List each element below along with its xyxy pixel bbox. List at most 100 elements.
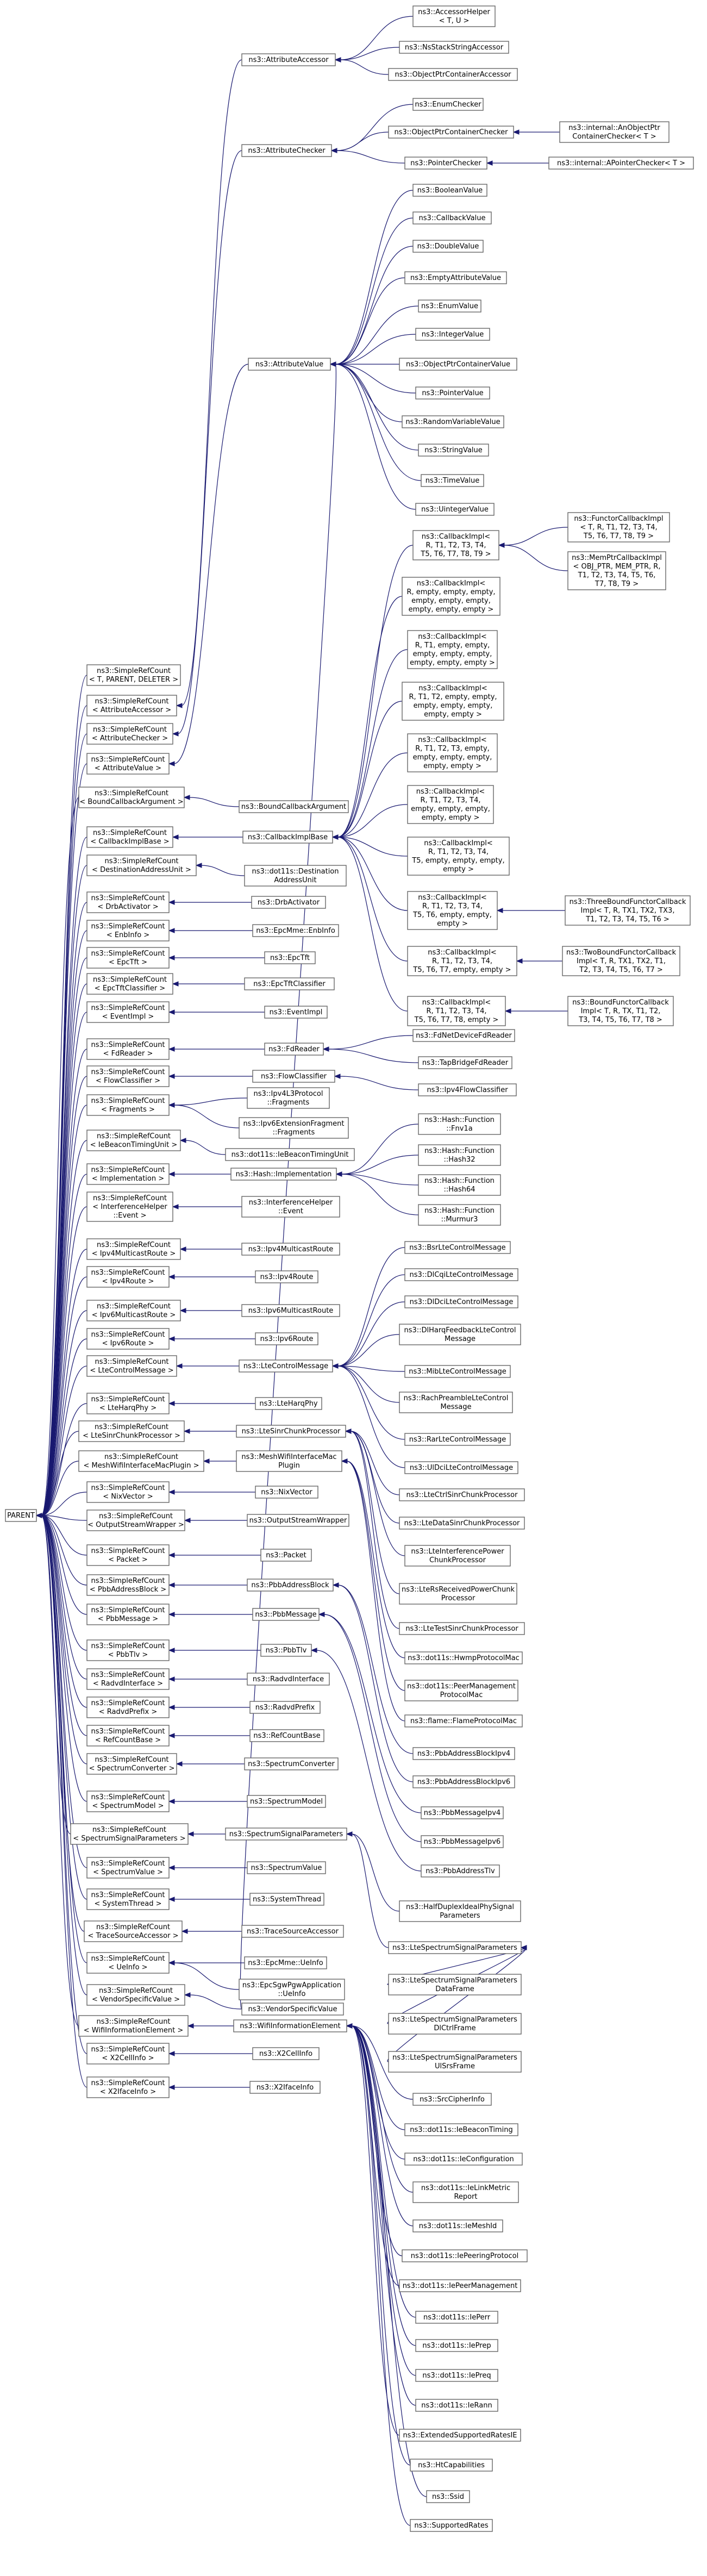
class-node-s-x2c[interactable]: ns3::SimpleRefCount< X2CellInfo > [86,2043,170,2064]
class-node-spectrumsignalparameters[interactable]: ns3::SpectrumSignalParameters [225,1827,347,1841]
class-node-s-rdi[interactable]: ns3::SimpleRefCount< RadvdInterface > [86,1668,170,1690]
class-node-bsrltecontrolmessage[interactable]: ns3::BsrLteControlMessage [404,1241,511,1254]
class-node-s-ihe[interactable]: ns3::SimpleRefCount< InterferenceHelper:… [86,1192,173,1222]
class-node-ci1[interactable]: ns3::CallbackImpl<R, T1, T2, T3, T4,T5, … [412,530,499,560]
class-node-radvdinterface[interactable]: ns3::RadvdInterface [247,1673,330,1686]
class-node-s-ac[interactable]: ns3::SimpleRefCount< AttributeChecker > [86,723,173,745]
class-node-ipv4flowclassifier[interactable]: ns3::Ipv4FlowClassifier [418,1083,517,1096]
class-node-ipv6extfragments[interactable]: ns3::Ipv6ExtensionFragment::Fragments [239,1117,349,1139]
class-node-wifiinformationelement[interactable]: ns3::WifiInformationElement [233,2019,347,2032]
class-node-fnv1a[interactable]: ns3::Hash::Function::Fnv1a [418,1113,501,1135]
class-node-ltedatasinr[interactable]: ns3::LteDataSinrChunkProcessor [399,1517,525,1530]
class-node-lteharqphy[interactable]: ns3::LteHarqPhy [255,1397,322,1410]
class-node-fdreader[interactable]: ns3::FdReader [264,1043,324,1056]
class-node-accessorhelper[interactable]: ns3::AccessorHelper< T, U > [412,5,496,27]
class-node-ieprep[interactable]: ns3::dot11s::IePrep [415,2339,498,2352]
class-node-s-sps[interactable]: ns3::SimpleRefCount< SpectrumSignalParam… [70,1823,189,1845]
class-node-flowclassifier[interactable]: ns3::FlowClassifier [252,1070,335,1083]
class-node-ci7[interactable]: ns3::CallbackImpl<R, T1, T2, T3, T4,T5, … [407,837,510,876]
class-node-vendorspecificvalue[interactable]: ns3::VendorSpecificValue [241,2003,344,2016]
class-node-ci9[interactable]: ns3::CallbackImpl<R, T1, T2, T3, T4,T5, … [407,946,517,976]
class-node-fdnetdevicefdreader[interactable]: ns3::FdNetDeviceFdReader [412,1029,515,1042]
class-node-callbackimplbase[interactable]: ns3::CallbackImplBase [242,831,333,844]
class-node-s-lcm[interactable]: ns3::SimpleRefCount< LteControlMessage > [86,1355,177,1377]
class-node-s-syt[interactable]: ns3::SimpleRefCount< SystemThread > [86,1888,170,1910]
class-node-enumchecker[interactable]: ns3::EnumChecker [412,98,484,111]
class-node-enumvalue[interactable]: ns3::EnumValue [418,300,481,313]
class-node-ci10[interactable]: ns3::CallbackImpl<R, T1, T2, T3, T4,T5, … [407,996,506,1026]
class-node-meshwifiplugin[interactable]: ns3::MeshWifiInterfaceMacPlugin [236,1450,342,1472]
class-node-s-dau[interactable]: ns3::SimpleRefCount< DestinationAddressU… [86,854,197,876]
class-node-s-pba[interactable]: ns3::SimpleRefCount< PbbAddressBlock > [86,1574,170,1596]
class-node-uintegervalue[interactable]: ns3::UintegerValue [415,503,495,516]
class-node-srccipherinfo[interactable]: ns3::SrcCipherInfo [412,2093,492,2106]
class-node-s-flc[interactable]: ns3::SimpleRefCount< FlowClassifier > [86,1065,170,1087]
class-node-s-fdr[interactable]: ns3::SimpleRefCount< FdReader > [86,1038,170,1060]
class-node-s-tpd[interactable]: ns3::SimpleRefCount< T, PARENT, DELETER … [86,664,181,686]
class-node-ci4[interactable]: ns3::CallbackImpl<R, T1, T2, empty, empt… [402,682,504,721]
class-node-s-av[interactable]: ns3::SimpleRefCount< AttributeValue > [86,753,170,775]
class-node-iepreq[interactable]: ns3::dot11s::IePreq [415,2369,498,2382]
class-node-s-vsv[interactable]: ns3::SimpleRefCount< VendorSpecificValue… [86,1984,185,2006]
class-node-pointervalue[interactable]: ns3::PointerValue [415,386,490,400]
class-node-ci8[interactable]: ns3::CallbackImpl<R, T1, T2, T3, T4,T5, … [407,891,498,930]
class-node-s-cib[interactable]: ns3::SimpleRefCount< CallbackImplBase > [86,826,173,848]
class-node-s-i6mr[interactable]: ns3::SimpleRefCount< Ipv6MulticastRoute … [86,1300,181,1321]
class-node-s-evi[interactable]: ns3::SimpleRefCount< EventImpl > [86,1001,170,1023]
class-node-s-mwif[interactable]: ns3::SimpleRefCount< MeshWifiInterfaceMa… [78,1450,204,1472]
class-node-objectptrcontainerchecker[interactable]: ns3::ObjectPtrContainerChecker [388,126,514,139]
class-node-ueinfo[interactable]: ns3::EpcMme::UeInfo [244,1956,327,1969]
class-node-s-osw[interactable]: ns3::SimpleRefCount< OutputStreamWrapper… [86,1510,185,1531]
class-node-ipv4l3fragments[interactable]: ns3::Ipv4L3Protocol::Fragments [247,1087,330,1109]
class-node-s-ietu[interactable]: ns3::SimpleRefCount< IeBeaconTimingUnit … [86,1130,181,1151]
class-node-ci5[interactable]: ns3::CallbackImpl<R, T1, T2, T3, empty,e… [407,733,498,772]
class-node-attributevalue[interactable]: ns3::AttributeValue [248,358,331,371]
class-node-ipv4route[interactable]: ns3::Ipv4Route [255,1270,318,1283]
class-node-enbinfo[interactable]: ns3::EpcMme::EnbInfo [252,924,339,937]
class-node-pbbaddressblock[interactable]: ns3::PbbAddressBlock [247,1579,334,1592]
class-node-radvdprefix[interactable]: ns3::RadvdPrefix [249,1701,321,1714]
class-node-s-frg[interactable]: ns3::SimpleRefCount< Fragments > [86,1094,170,1116]
class-node-spectrummodel[interactable]: ns3::SpectrumModel [247,1795,326,1808]
class-node-tapbridgefdreader[interactable]: ns3::TapBridgeFdReader [418,1056,512,1069]
class-node-dldci[interactable]: ns3::DlDciLteControlMessage [404,1295,518,1308]
class-node-integervalue[interactable]: ns3::IntegerValue [415,328,490,341]
class-node-hash64[interactable]: ns3::Hash::Function::Hash64 [418,1174,501,1196]
class-node-hwmpmac[interactable]: ns3::dot11s::HwmpProtocolMac [404,1651,523,1664]
class-node-stringvalue[interactable]: ns3::StringValue [418,444,489,457]
class-node-ltespectrumul[interactable]: ns3::LteSpectrumSignalParametersUlSrsFra… [388,2051,522,2073]
class-node-ci3[interactable]: ns3::CallbackImpl<R, T1, empty, empty,em… [407,630,498,669]
class-node-flamemac[interactable]: ns3::flame::FlameProtocolMac [404,1714,523,1727]
class-node-pbbmsgv4[interactable]: ns3::PbbMessageIpv4 [421,1806,504,1819]
class-node-htcapabilities[interactable]: ns3::HtCapabilities [410,2459,493,2472]
class-node-internal-pointerchecker[interactable]: ns3::internal::APointerChecker< T > [548,157,694,170]
class-node-ci6[interactable]: ns3::CallbackImpl<R, T1, T2, T3, T4,empt… [407,785,494,824]
class-node-s-wie[interactable]: ns3::SimpleRefCount< WifiInformationElem… [78,2015,189,2037]
class-node-destinationaddressunit[interactable]: ns3::dot11s::DestinationAddressUnit [244,865,347,887]
class-node-s-i6r[interactable]: ns3::SimpleRefCount< Ipv6Route > [86,1328,170,1350]
class-node-ltectrlsinr[interactable]: ns3::LteCtrlSinrChunkProcessor [399,1488,525,1501]
class-node-iepeeringprotocol[interactable]: ns3::dot11s::IePeeringProtocol [402,2249,528,2262]
class-node-rar[interactable]: ns3::RarLteControlMessage [404,1433,511,1446]
class-node-s-imp[interactable]: ns3::SimpleRefCount< Implementation > [86,1163,170,1185]
class-node-s-spm[interactable]: ns3::SimpleRefCount< SpectrumModel > [86,1791,170,1812]
class-node-ipv4multicastroute[interactable]: ns3::Ipv4MulticastRoute [241,1243,340,1256]
class-node-s-i4mr[interactable]: ns3::SimpleRefCount< Ipv4MulticastRoute … [86,1238,181,1260]
class-node-x2cellinfo[interactable]: ns3::X2CellInfo [252,2047,320,2060]
class-node-ieperr[interactable]: ns3::dot11s::IePerr [415,2311,498,2324]
class-node-packet[interactable]: ns3::Packet [260,1549,312,1562]
class-node-interferenceevent[interactable]: ns3::InterferenceHelper::Event [241,1196,340,1218]
class-node-booleanvalue[interactable]: ns3::BooleanValue [412,184,487,197]
class-node-s-eptc[interactable]: ns3::SimpleRefCount< EpcTftClassifier > [86,973,173,995]
class-node-s-bca[interactable]: ns3::SimpleRefCount< BoundCallbackArgume… [78,787,185,808]
class-node-s-pbt[interactable]: ns3::SimpleRefCount< PbbTlv > [86,1639,170,1661]
class-node-iebeacontimingunit[interactable]: ns3::dot11s::IeBeaconTimingUnit [225,1148,355,1161]
class-node-s-uei[interactable]: ns3::SimpleRefCount< UeInfo > [86,1952,170,1974]
